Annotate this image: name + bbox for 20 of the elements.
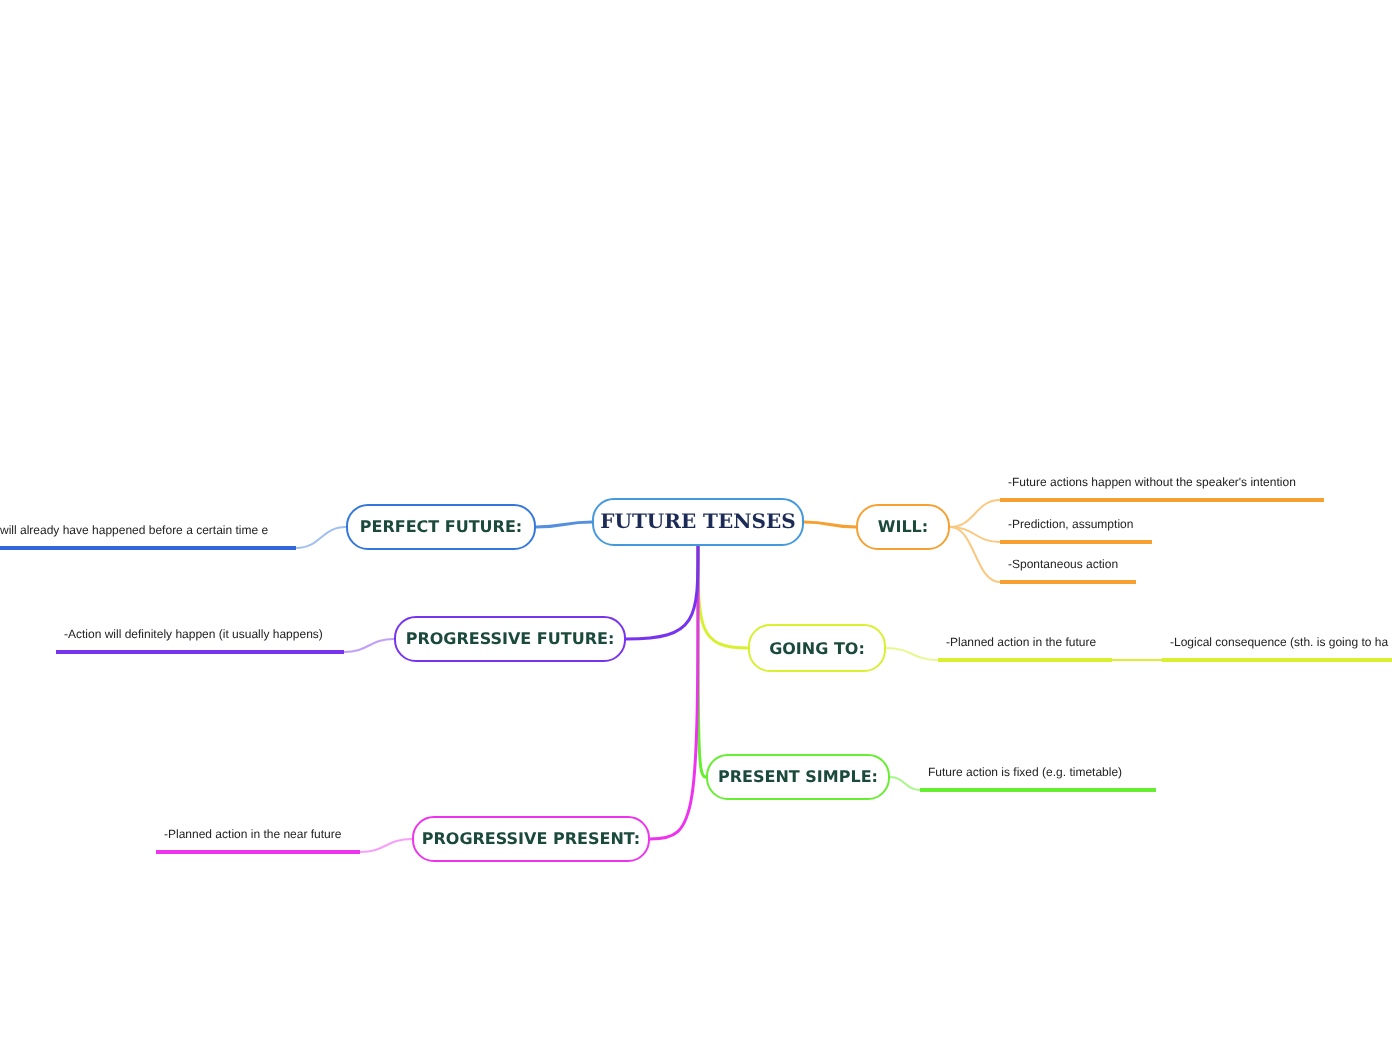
connector-line — [359, 838, 413, 853]
connector-line — [343, 638, 395, 653]
connector-line — [889, 776, 921, 791]
branch-topic: PERFECT FUTURE: — [346, 504, 536, 550]
connector-line — [949, 499, 1001, 528]
connector-line — [949, 526, 1001, 543]
connector-line — [295, 526, 347, 549]
connector-line — [625, 546, 700, 641]
branch-topic: PROGRESSIVE FUTURE: — [394, 616, 626, 662]
branch-topic: PRESENT SIMPLE: — [706, 754, 890, 800]
connector-line — [949, 526, 1001, 583]
branch-topic: PROGRESSIVE PRESENT: — [412, 816, 650, 862]
central-topic: FUTURE TENSES — [592, 498, 804, 546]
connector-line — [885, 647, 939, 661]
connector-line — [696, 546, 707, 779]
connector-line — [535, 520, 593, 529]
connector-line — [1111, 659, 1163, 661]
branch-topic: GOING TO: — [748, 624, 886, 672]
connector-line — [803, 520, 857, 529]
branch-topic: WILL: — [856, 504, 950, 550]
